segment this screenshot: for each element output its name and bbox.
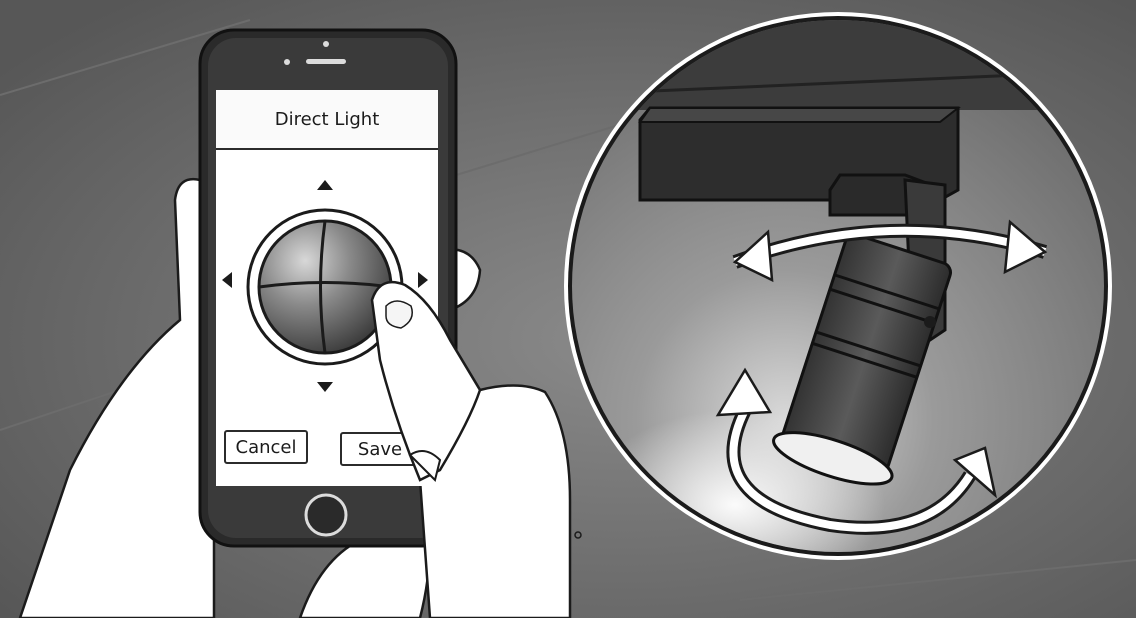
- arrow-right-icon[interactable]: [418, 272, 428, 288]
- joystick-sphere-icon[interactable]: [246, 208, 404, 366]
- page-title: Direct Light: [274, 108, 380, 130]
- direction-control-area: Cancel Save: [216, 150, 438, 486]
- cancel-button[interactable]: Cancel: [224, 430, 308, 464]
- arrow-left-icon[interactable]: [222, 272, 232, 288]
- app-header: Direct Light: [216, 90, 438, 150]
- magnifier-circle: [564, 12, 1112, 560]
- arrow-up-icon[interactable]: [317, 180, 333, 190]
- phone-screen: Direct Light Cancel: [216, 90, 438, 486]
- arrow-down-icon[interactable]: [317, 382, 333, 392]
- save-button[interactable]: Save: [340, 432, 420, 466]
